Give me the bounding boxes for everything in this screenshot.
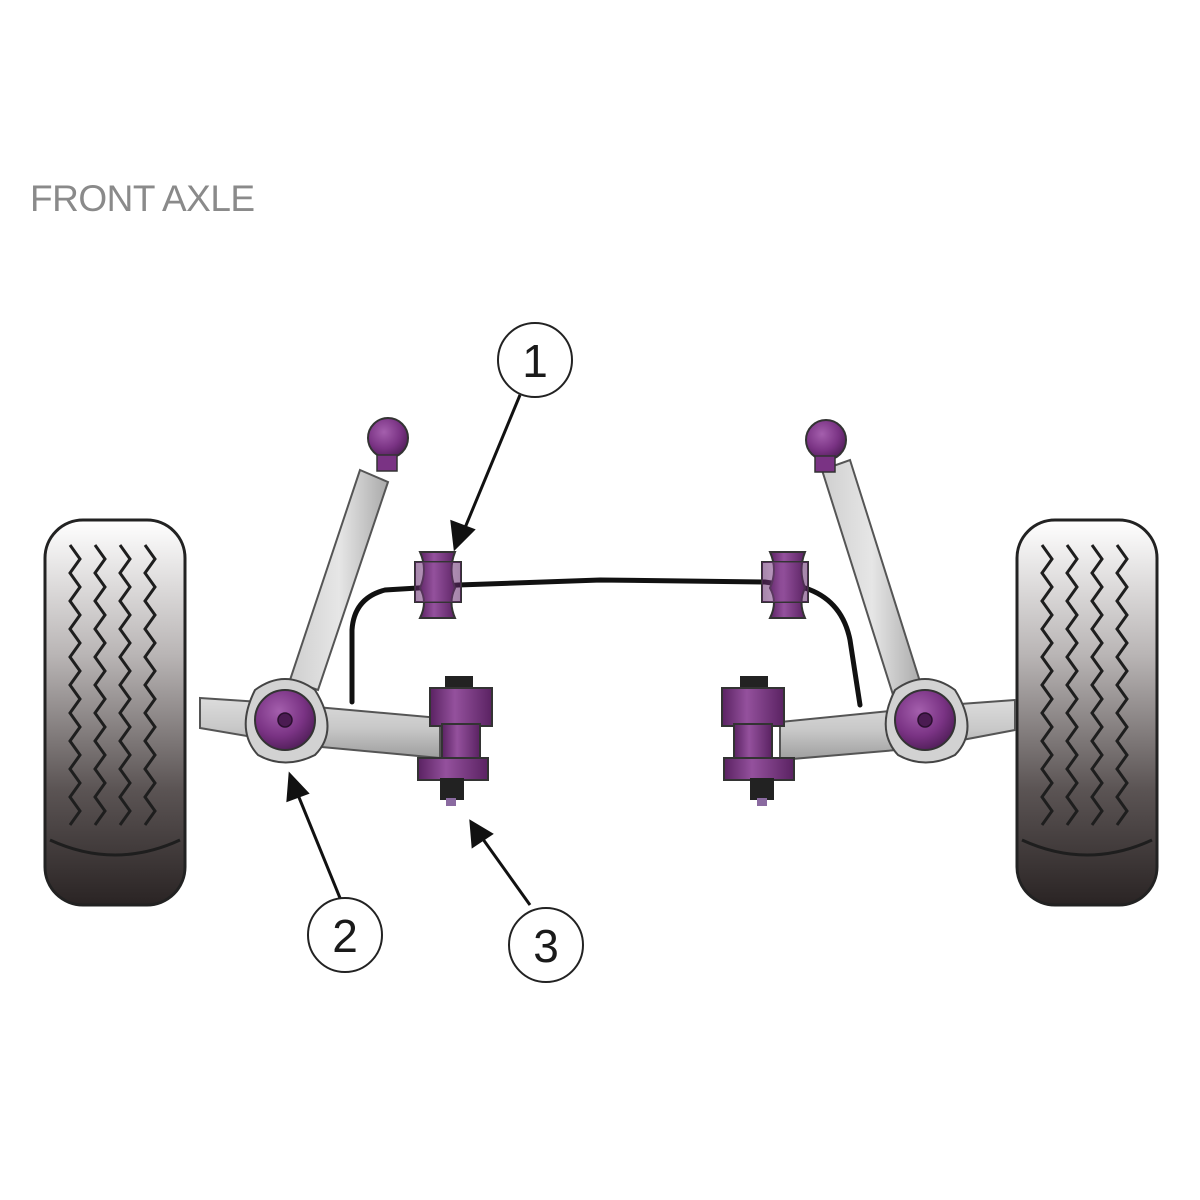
arrow-1 — [460, 394, 522, 536]
page-title: FRONT AXLE — [30, 178, 255, 219]
left-strut — [288, 468, 390, 692]
arrow-1-head — [450, 519, 476, 552]
right-anti-roll-bar-bush — [761, 551, 809, 619]
left-suspension — [199, 417, 493, 806]
left-tread-pattern — [68, 544, 157, 826]
left-mount-bush-stack — [417, 676, 493, 806]
callout-arrows — [286, 394, 532, 906]
left-anti-roll-bar-bush — [414, 551, 462, 619]
arrow-3 — [478, 834, 532, 906]
arrow-3-head — [469, 819, 494, 849]
left-tyre — [43, 518, 187, 907]
right-strut — [820, 458, 924, 700]
callout-2-label: 2 — [332, 910, 358, 962]
callout-3-label: 3 — [533, 920, 559, 972]
arrow-2-head — [286, 771, 310, 803]
right-suspension — [721, 419, 1016, 806]
callout-3: 3 — [508, 907, 584, 983]
left-top-mount-bush — [367, 417, 409, 459]
right-top-mount-bush — [805, 419, 847, 461]
arrow-2 — [294, 789, 342, 899]
right-tread-pattern — [1040, 544, 1129, 826]
callout-2: 2 — [307, 897, 383, 973]
callout-1-label: 1 — [522, 335, 548, 387]
anti-roll-bar — [349, 577, 863, 708]
callout-1: 1 — [497, 322, 573, 398]
right-tyre — [1015, 518, 1159, 907]
right-mount-bush-stack — [721, 676, 795, 806]
